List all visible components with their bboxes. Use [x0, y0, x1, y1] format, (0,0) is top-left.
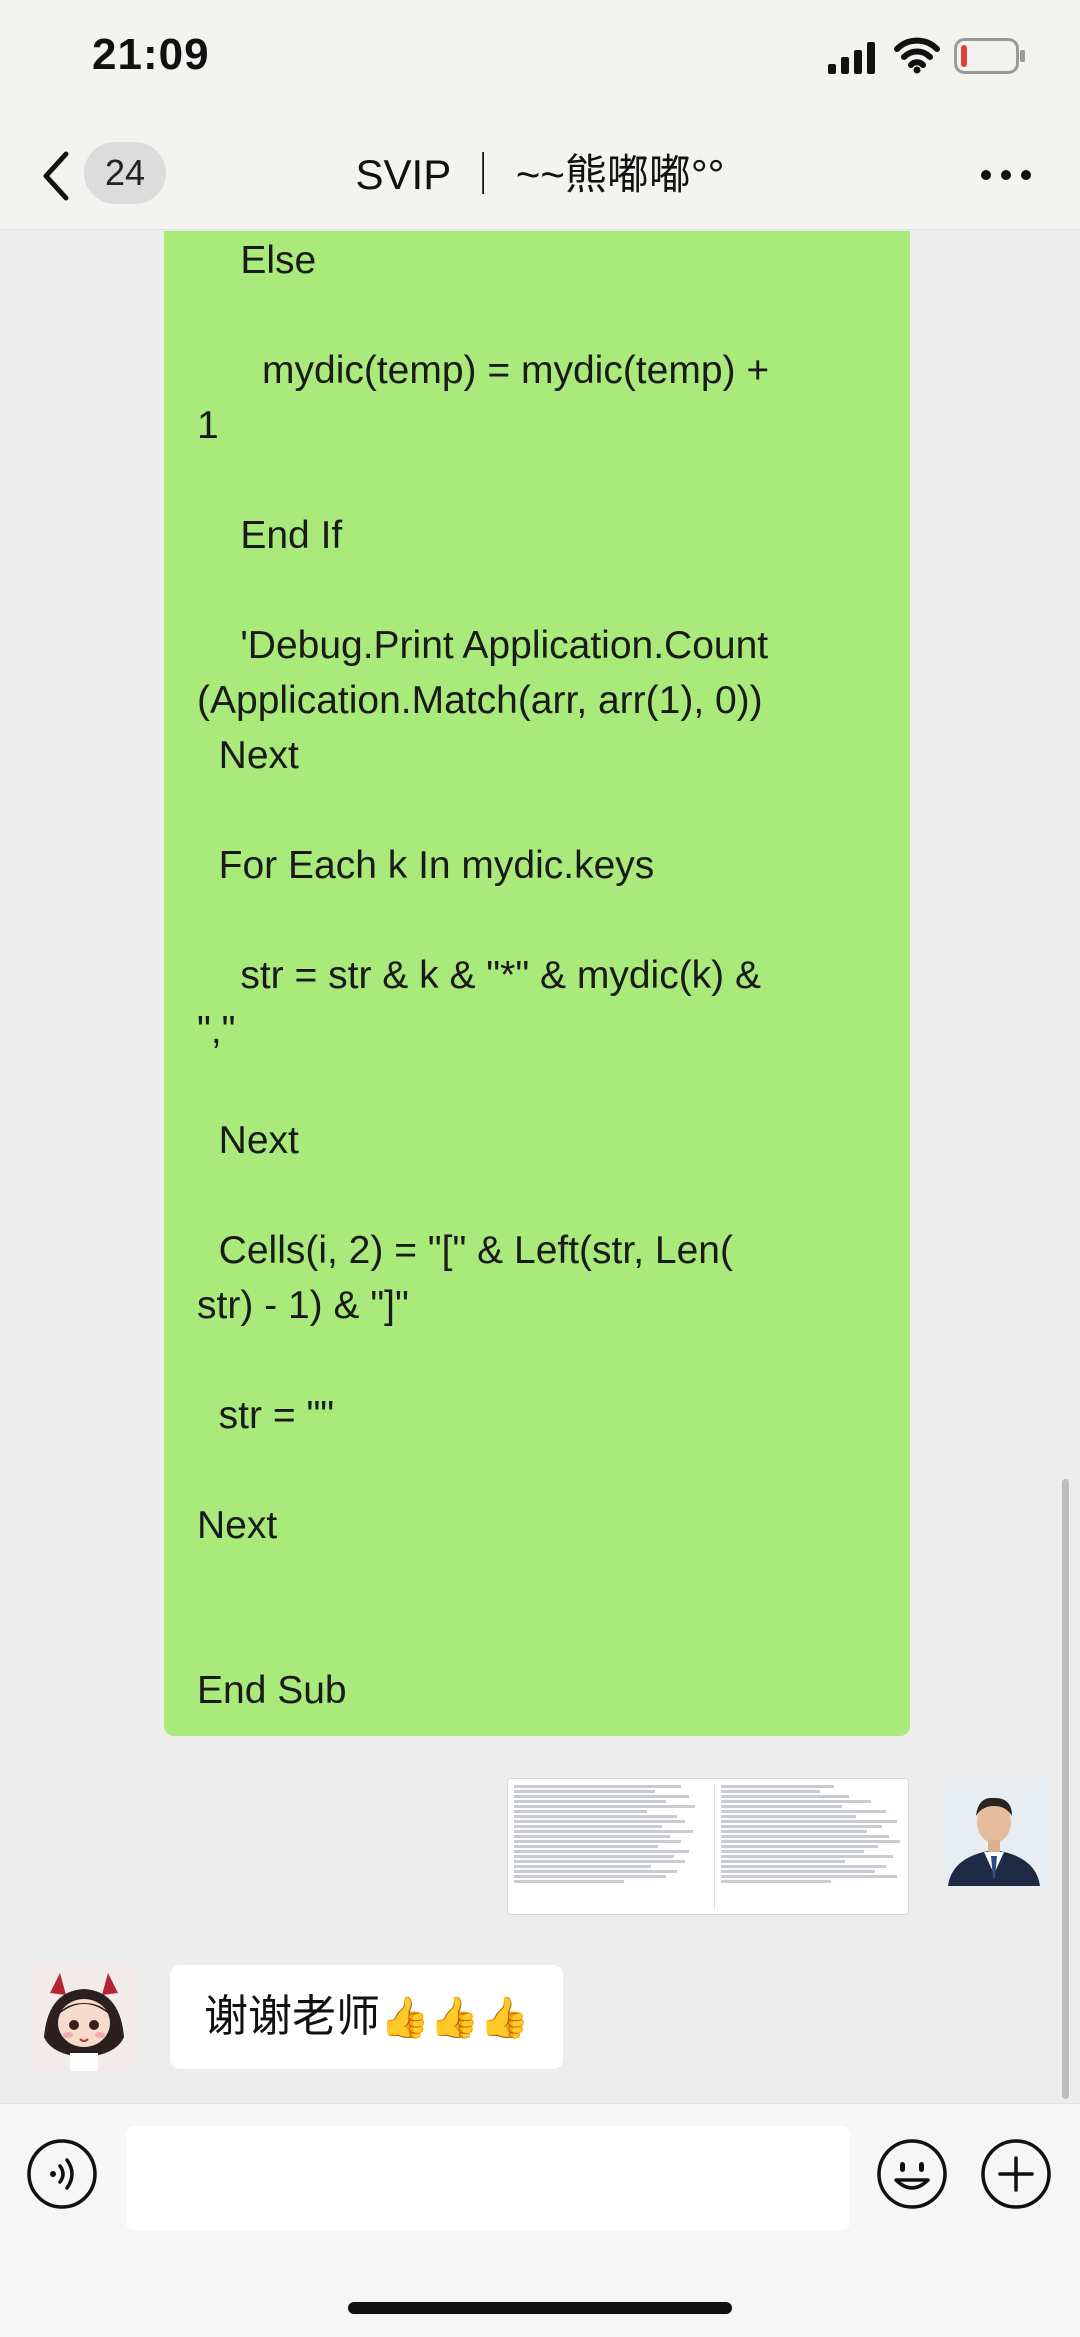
- status-bar: 21:09: [0, 0, 1080, 120]
- unread-count-badge[interactable]: 24: [84, 142, 166, 204]
- teacher-avatar-icon: [940, 1778, 1048, 1886]
- thumbs-up-emoji: 👍👍👍: [380, 1996, 530, 2040]
- battery-low-icon: [954, 38, 1025, 74]
- code-line: str = "": [197, 1394, 335, 1437]
- sent-code-message-bubble[interactable]: Else mydic(temp) = mydic(temp) + 1 End I…: [164, 231, 910, 1736]
- code-line: Next: [197, 734, 299, 777]
- code-line: Else: [197, 239, 317, 282]
- code-line: 'Debug.Print Application.Count (Applicat…: [197, 624, 769, 722]
- code-line: Next: [197, 1504, 278, 1547]
- code-line: End Sub: [197, 1669, 347, 1712]
- sheet-column-right: [714, 1783, 904, 1910]
- chat-header: 24 SVIP ｜ ~~熊嘟嘟°°: [0, 120, 1080, 230]
- sheet-column-left: [514, 1783, 704, 1910]
- chat-message-list[interactable]: Else mydic(temp) = mydic(temp) + 1 End I…: [0, 231, 1080, 2103]
- status-time: 21:09: [92, 30, 210, 79]
- code-line: For Each k In mydic.keys: [197, 844, 655, 887]
- chevron-left-icon[interactable]: [38, 148, 74, 204]
- signal-icon: [828, 42, 875, 74]
- voice-icon[interactable]: [26, 2138, 98, 2210]
- scrollbar[interactable]: [1062, 1479, 1069, 2099]
- code-line: End If: [197, 514, 343, 557]
- message-input[interactable]: [126, 2126, 850, 2230]
- code-line: Cells(i, 2) = "[" & Left(str, Len( str) …: [197, 1229, 733, 1327]
- code-line: str = str & k & "*" & mydic(k) & ",": [197, 954, 762, 1052]
- input-bar: [0, 2103, 1080, 2337]
- emoji-icon[interactable]: [876, 2138, 948, 2210]
- more-dots-icon[interactable]: [980, 168, 1032, 182]
- plus-icon[interactable]: [980, 2138, 1052, 2210]
- wifi-icon: [894, 37, 940, 74]
- sent-image-message[interactable]: [507, 1778, 909, 1915]
- home-indicator: [348, 2302, 732, 2314]
- avatar[interactable]: [940, 1778, 1048, 1886]
- student-avatar-icon: [30, 1963, 138, 2071]
- received-text-message-bubble[interactable]: 谢谢老师👍👍👍: [170, 1965, 564, 2069]
- code-line: mydic(temp) = mydic(temp) + 1: [197, 349, 770, 447]
- chat-title: SVIP ｜ ~~熊嘟嘟°°: [355, 151, 725, 198]
- message-text: 谢谢老师: [204, 1992, 380, 2041]
- code-line: Next: [197, 1119, 299, 1162]
- avatar[interactable]: [30, 1963, 138, 2071]
